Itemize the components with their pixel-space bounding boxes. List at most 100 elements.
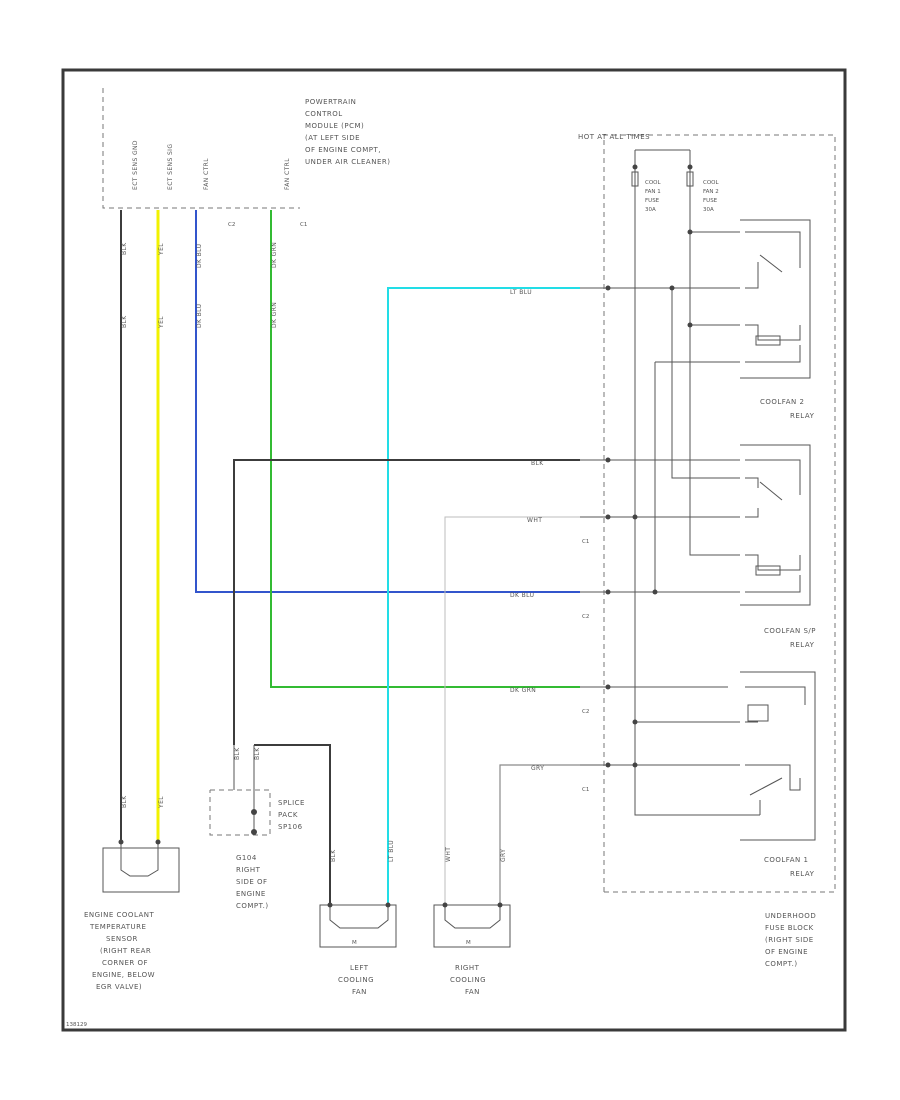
left-fan-motor-symbol: M [352, 940, 357, 946]
svg-text:DK BLU: DK BLU [196, 244, 203, 268]
svg-text:COOLING: COOLING [450, 976, 486, 984]
left-fan-label: LEFT COOLING FAN [338, 964, 374, 996]
svg-text:RIGHT: RIGHT [236, 866, 261, 874]
svg-text:DK GRN: DK GRN [271, 242, 278, 268]
svg-text:MODULE (PCM): MODULE (PCM) [305, 122, 364, 130]
svg-text:FAN: FAN [352, 988, 367, 996]
svg-text:PACK: PACK [278, 811, 298, 819]
svg-text:GRY: GRY [531, 765, 544, 772]
svg-text:DK GRN: DK GRN [510, 687, 536, 694]
left-cooling-fan: M LEFT COOLING FAN [319, 902, 397, 996]
svg-text:G104: G104 [236, 854, 257, 862]
svg-text:RELAY: RELAY [790, 870, 815, 878]
right-fan-label: RIGHT COOLING FAN [450, 964, 486, 996]
svg-text:(RIGHT SIDE: (RIGHT SIDE [765, 936, 814, 944]
svg-text:SPLICE: SPLICE [278, 799, 305, 807]
svg-text:FUSE: FUSE [645, 198, 660, 204]
fuse-cool-fan-1: COOL FAN 1 FUSE 30A [645, 180, 661, 213]
svg-text:C2: C2 [582, 709, 589, 715]
svg-text:C1: C1 [582, 539, 589, 545]
ect-sensor: ENGINE COOLANT TEMPERATURE SENSOR (RIGHT… [84, 839, 180, 991]
svg-text:CONTROL: CONTROL [305, 110, 343, 118]
coolfan-2-relay: COOLFAN 2 RELAY [740, 219, 815, 420]
wire-blk-relay-sp [233, 459, 580, 745]
svg-text:FAN: FAN [465, 988, 480, 996]
svg-text:SENSOR: SENSOR [106, 935, 138, 943]
svg-text:TEMPERATURE: TEMPERATURE [89, 923, 146, 931]
pcm-pin-label: ECT SENS SIG [167, 144, 174, 190]
svg-text:(RIGHT REAR: (RIGHT REAR [100, 947, 151, 955]
svg-text:RELAY: RELAY [790, 412, 815, 420]
svg-text:C1: C1 [582, 787, 589, 793]
pcm-connector-id: C2 [228, 222, 235, 228]
ground-label: G104 RIGHT SIDE OF ENGINE COMPT.) [236, 854, 269, 910]
svg-text:COOLFAN 2: COOLFAN 2 [760, 398, 804, 406]
pcm-pin-label: FAN CTRL [284, 158, 291, 190]
hot-at-all-times-label: HOT AT ALL TIMES [578, 133, 650, 141]
svg-text:COOLFAN 1: COOLFAN 1 [764, 856, 808, 864]
svg-text:WHT: WHT [527, 517, 542, 524]
fuse-cool-fan-2: COOL FAN 2 FUSE 30A [703, 180, 719, 213]
pcm-connector-id: C1 [300, 222, 307, 228]
coolfan-2-relay-label: COOLFAN 2 RELAY [760, 398, 815, 420]
svg-text:UNDER AIR CLEANER): UNDER AIR CLEANER) [305, 158, 390, 166]
svg-text:BLK: BLK [121, 242, 128, 255]
svg-text:ENGINE: ENGINE [236, 890, 266, 898]
svg-text:BLK: BLK [531, 460, 544, 467]
svg-text:DK BLU: DK BLU [196, 304, 203, 328]
underhood-fuse-block: HOT AT ALL TIMES COOL FAN 1 FUSE 30A COO… [578, 133, 836, 893]
wire-wht-right-fan [444, 516, 580, 905]
svg-text:CORNER OF: CORNER OF [102, 959, 148, 967]
svg-text:(AT LEFT SIDE: (AT LEFT SIDE [305, 134, 360, 142]
svg-text:BLK: BLK [254, 747, 261, 760]
svg-text:FUSE: FUSE [703, 198, 718, 204]
svg-text:COOL: COOL [645, 180, 661, 186]
svg-text:C2: C2 [582, 614, 589, 620]
svg-text:YEL: YEL [158, 316, 165, 329]
splice-pack: SPLICE PACK SP106 G104 RIGHT SIDE OF ENG… [209, 745, 305, 910]
svg-text:COOLING: COOLING [338, 976, 374, 984]
wire-dkgrn-fan-ctrl [270, 210, 580, 688]
vertical-wire-labels: BLK YEL DK BLU DK GRN BLK YEL DK BLU DK … [121, 242, 507, 862]
wire-blk-left-fan [254, 744, 331, 905]
pcm-module: ECT SENS GND ECT SENS SIG FAN CTRL FAN C… [102, 88, 390, 228]
wire-dkblu-fan-ctrl [195, 210, 580, 593]
horizontal-wire-labels: LT BLU BLK WHT DK BLU DK GRN GRY [510, 289, 544, 772]
pcm-pin-label: FAN CTRL [203, 158, 210, 190]
svg-text:OF ENGINE: OF ENGINE [765, 948, 808, 956]
svg-text:DK BLU: DK BLU [510, 592, 534, 599]
svg-text:UNDERHOOD: UNDERHOOD [765, 912, 816, 920]
svg-text:FUSE BLOCK: FUSE BLOCK [765, 924, 814, 932]
svg-text:BLK: BLK [121, 795, 128, 808]
pcm-pin-label: ECT SENS GND [132, 140, 139, 190]
wire-gry-right-fan [499, 764, 580, 905]
svg-text:BLK: BLK [234, 747, 241, 760]
right-cooling-fan: M RIGHT COOLING FAN [433, 902, 511, 996]
svg-text:LT BLU: LT BLU [510, 289, 532, 296]
svg-text:YEL: YEL [158, 243, 165, 256]
coolfan-sp-relay: COOLFAN S/P RELAY [740, 444, 815, 649]
svg-text:LT BLU: LT BLU [388, 840, 395, 862]
svg-text:YEL: YEL [158, 796, 165, 809]
svg-text:BLK: BLK [330, 849, 337, 862]
svg-text:30A: 30A [645, 207, 656, 213]
svg-text:BLK: BLK [121, 315, 128, 328]
diagram-code: 138129 [66, 1022, 87, 1028]
svg-text:EGR VALVE): EGR VALVE) [96, 983, 142, 991]
pcm-label: POWERTRAIN CONTROL MODULE (PCM) (AT LEFT… [305, 98, 390, 166]
coolfan-1-relay-label: COOLFAN 1 RELAY [764, 856, 815, 878]
svg-text:ENGINE, BELOW: ENGINE, BELOW [92, 971, 155, 979]
svg-text:COMPT.): COMPT.) [236, 902, 269, 910]
wire-ltblu-left-fan [387, 287, 580, 905]
svg-text:30A: 30A [703, 207, 714, 213]
svg-text:ENGINE COOLANT: ENGINE COOLANT [84, 911, 155, 919]
svg-text:COMPT.): COMPT.) [765, 960, 798, 968]
svg-text:SIDE OF: SIDE OF [236, 878, 268, 886]
svg-text:FAN 2: FAN 2 [703, 189, 719, 195]
svg-text:OF ENGINE COMPT,: OF ENGINE COMPT, [305, 146, 381, 154]
diagram-frame [61, 68, 847, 1032]
svg-text:WHT: WHT [445, 847, 452, 862]
coolfan-1-relay: COOLFAN 1 RELAY [740, 671, 816, 878]
ect-sensor-label: ENGINE COOLANT TEMPERATURE SENSOR (RIGHT… [84, 911, 155, 991]
